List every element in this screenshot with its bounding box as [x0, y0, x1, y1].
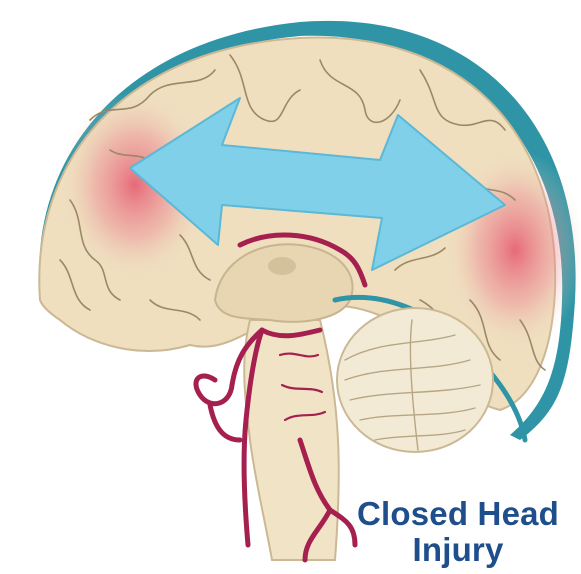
ventricle — [268, 257, 296, 275]
caption-line-2: Injury — [343, 532, 573, 568]
caption-line-1: Closed Head — [343, 496, 573, 532]
brainstem — [244, 320, 339, 560]
caption: Closed Head Injury — [343, 496, 573, 568]
cerebellum — [337, 308, 493, 452]
